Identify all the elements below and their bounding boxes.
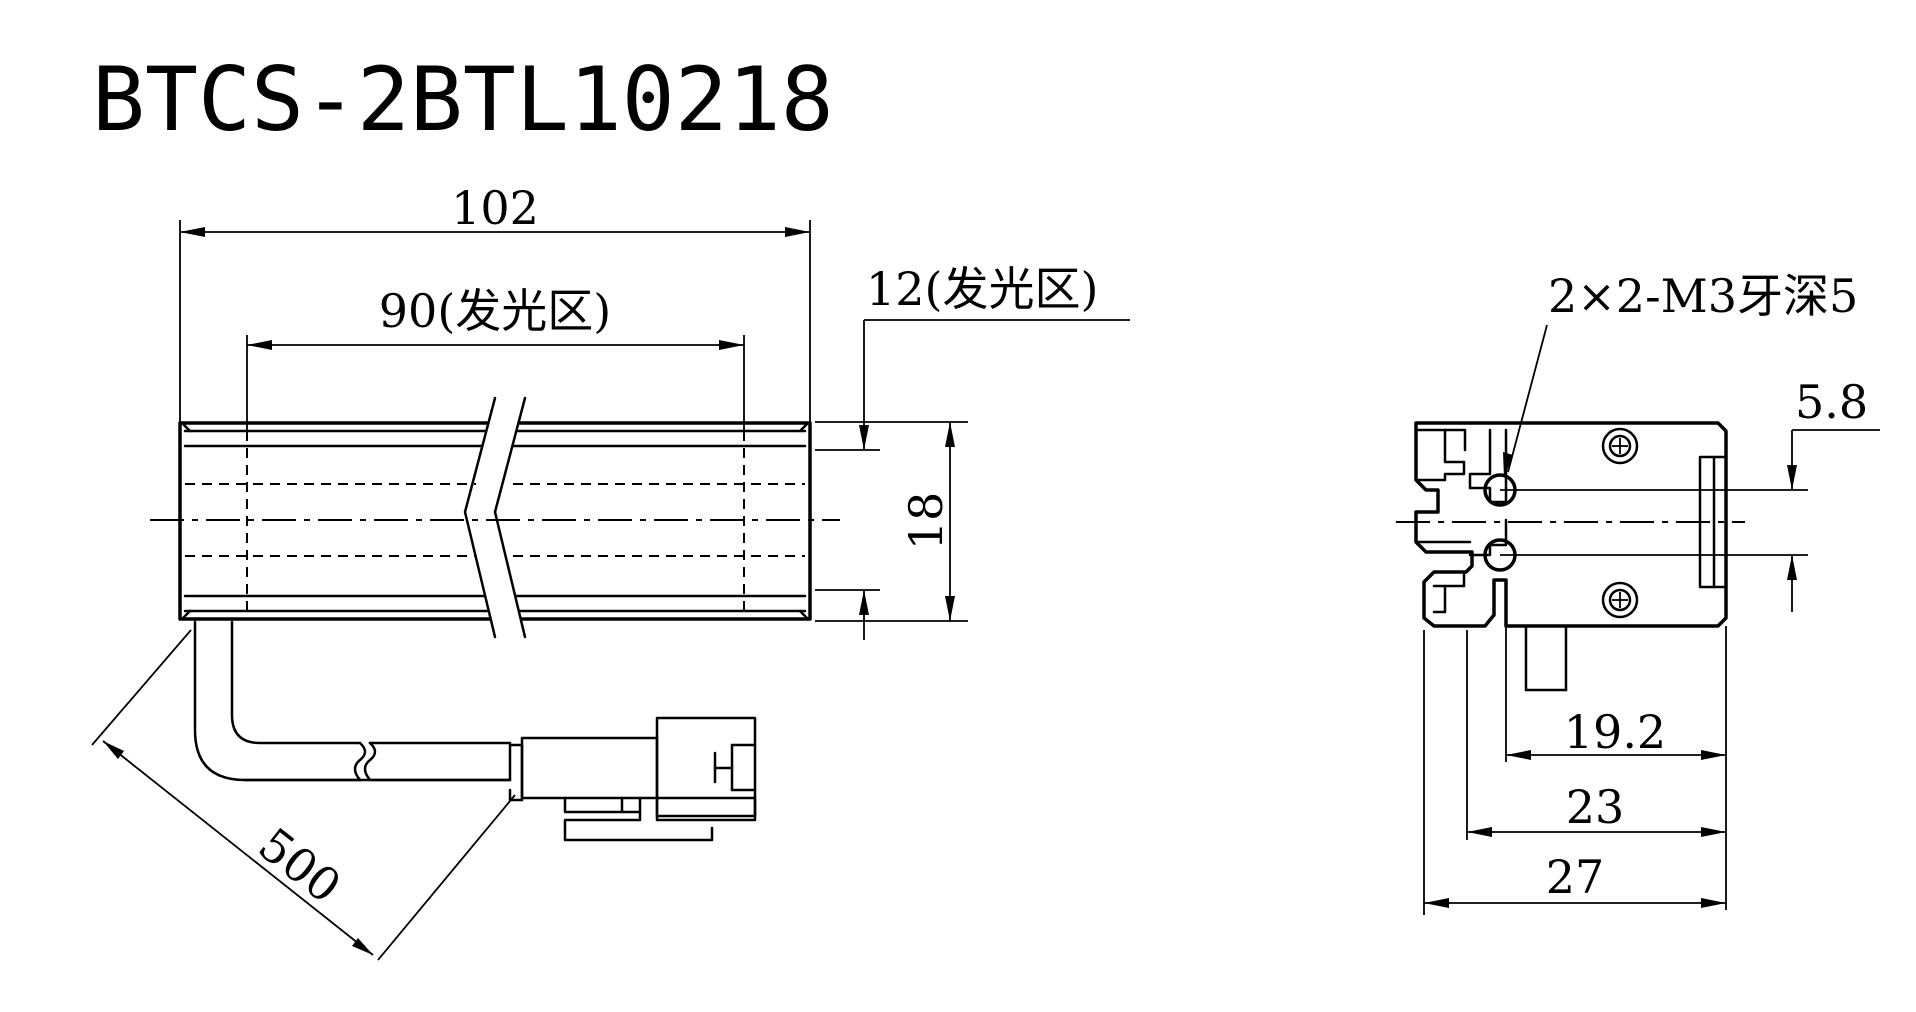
dim-overall-length-label: 102	[451, 181, 539, 235]
dim-27-label: 27	[1546, 850, 1605, 904]
cable-stub	[1524, 624, 1568, 692]
dim-emitting-length-label: 90(发光区)	[379, 284, 611, 338]
dim-height-label: 18	[899, 492, 953, 551]
dim-hole-spacing: 5.8	[1500, 375, 1880, 612]
screw-top	[1601, 427, 1639, 465]
model-title: BTCS-2BTL10218	[92, 48, 834, 151]
side-view: 2×2-M3牙深5 5.8 19.2 23	[1396, 269, 1880, 915]
dim-overall-length: 102	[179, 181, 811, 423]
dim-cable-length-label: 500	[249, 817, 351, 914]
dim-19-2-label: 19.2	[1564, 705, 1666, 759]
front-view: 102 90(发光区) 12(发光区)	[91, 181, 1130, 961]
dim-emitting-width: 12(发光区)	[815, 262, 1130, 640]
connector-plug	[520, 716, 757, 842]
dim-emitting-length: 90(发光区)	[246, 284, 745, 431]
screw-bottom	[1601, 581, 1639, 619]
dim-hole-spacing-label: 5.8	[1795, 375, 1868, 429]
dim-emitting-width-label: 12(发光区)	[866, 262, 1098, 316]
profile-outline	[1414, 421, 1728, 628]
break-mark	[463, 396, 527, 639]
hole-callout-label: 2×2-M3牙深5	[1548, 269, 1858, 323]
dim-27: 27	[1423, 630, 1726, 915]
dim-height: 18	[815, 422, 968, 622]
dim-23: 23	[1466, 630, 1726, 840]
dim-23-label: 23	[1566, 780, 1625, 834]
cable	[193, 620, 524, 802]
dim-cable-length: 500	[91, 629, 516, 961]
hole-callout: 2×2-M3牙深5	[1503, 269, 1858, 478]
dim-19-2: 19.2	[1505, 626, 1727, 910]
